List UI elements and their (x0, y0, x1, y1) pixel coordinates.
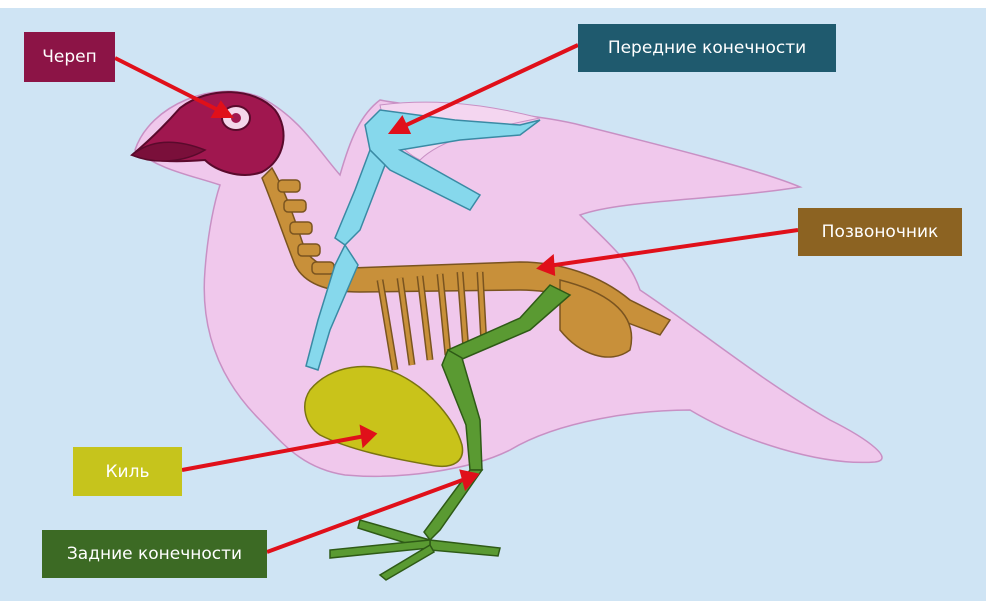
label-hindlimbs: Задние конечности (42, 530, 267, 578)
label-keel: Киль (73, 447, 182, 496)
top-strip (0, 0, 986, 8)
label-forelimbs: Передние конечности (578, 24, 836, 72)
label-spine: Позвоночник (798, 208, 962, 256)
label-skull: Череп (24, 32, 115, 82)
